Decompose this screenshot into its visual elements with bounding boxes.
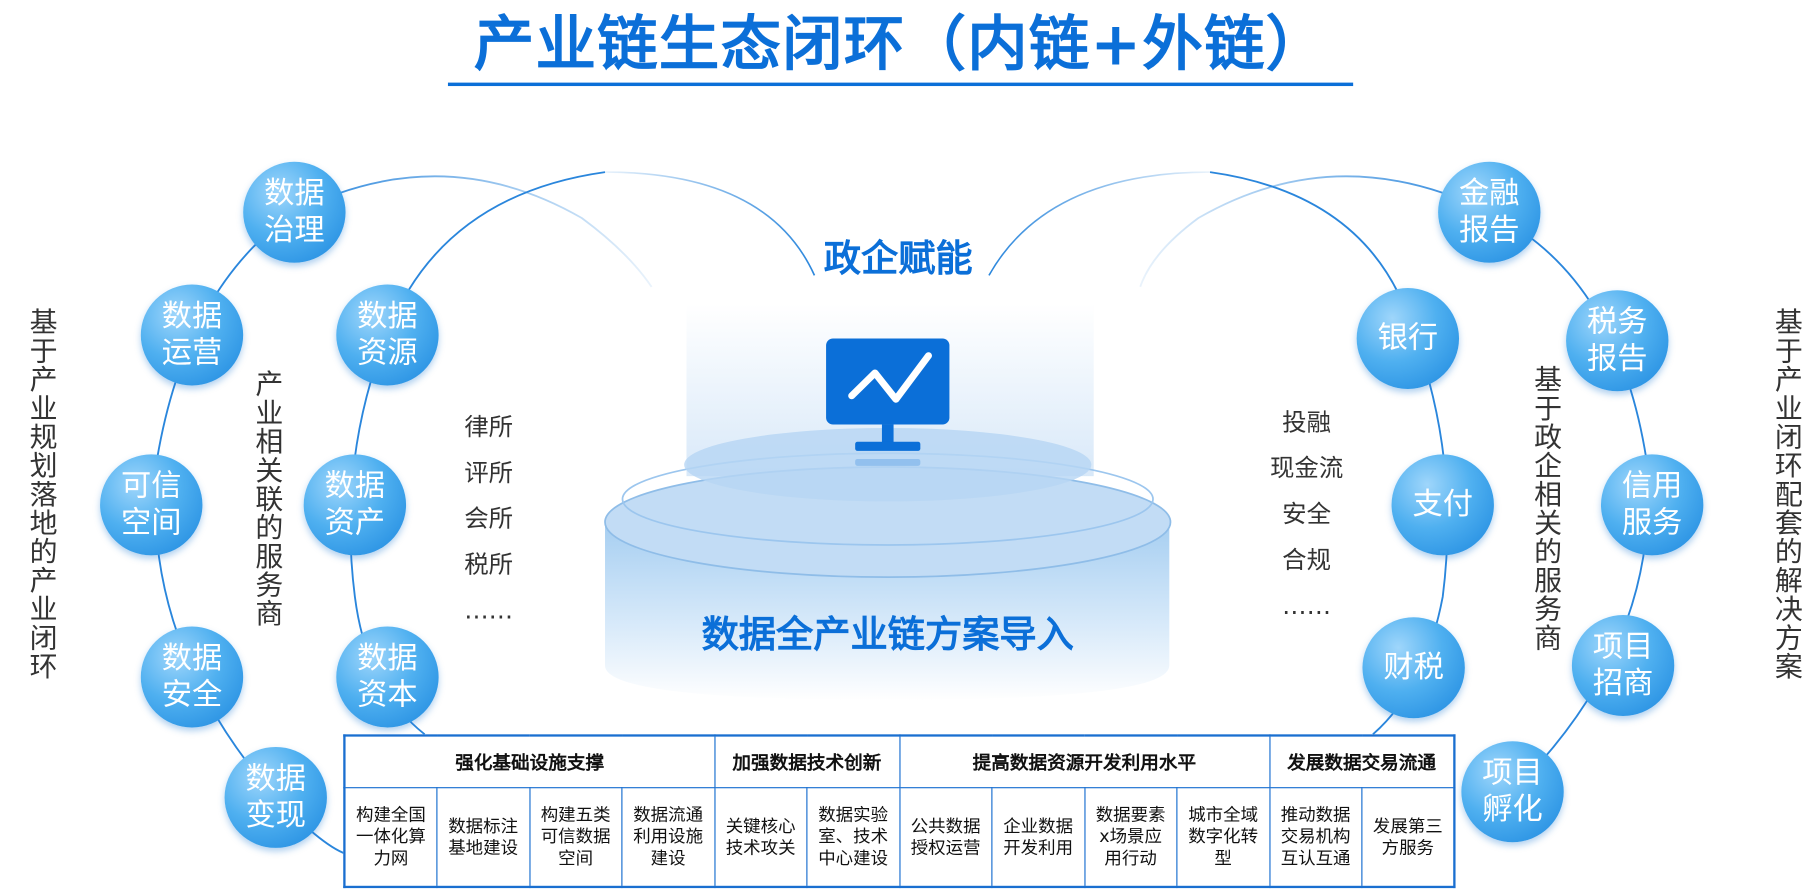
page-title: 产业链生态闭环（内链+外链） xyxy=(447,9,1354,87)
node-finance-tax: 财税 xyxy=(1362,617,1465,719)
table-cell: 推动数据交易机构互认互通 xyxy=(1268,787,1363,888)
node-project-incubation: 项目孵化 xyxy=(1461,741,1564,843)
left-outer-caption: 基于产业规划落地的产业闭环 xyxy=(24,307,58,681)
monitor-chart-icon xyxy=(826,338,950,466)
left-outer-top-arc xyxy=(293,175,653,288)
node-financial-report: 金融报告 xyxy=(1438,161,1541,263)
group-header: 发展数据交易流通 xyxy=(1268,734,1455,789)
table-cell: 构建全国一体化算力网 xyxy=(343,787,438,888)
left-service-list: 律所 评所 会所 税所 …… xyxy=(464,413,514,625)
group-header: 加强数据技术创新 xyxy=(713,734,900,789)
table-cell: 数据流通利用设施建设 xyxy=(621,787,715,888)
node-tax-report: 税务报告 xyxy=(1566,290,1669,392)
table-cell: 关键核心技术攻关 xyxy=(713,787,808,888)
policy-table: 强化基础设施支撑 加强数据技术创新 提高数据资源开发利用水平 发展数据交易流通 … xyxy=(343,734,1456,889)
node-trusted-space: 可信空间 xyxy=(100,454,203,556)
table-cell: 发展第三方服务 xyxy=(1361,787,1455,888)
right-inner-caption: 基于政企相关的服务商 xyxy=(1528,364,1562,652)
node-data-governance: 数据治理 xyxy=(243,161,346,263)
node-credit-service: 信用服务 xyxy=(1600,454,1704,556)
node-data-operation: 数据运营 xyxy=(140,284,244,386)
table-cell: 企业数据开发利用 xyxy=(991,787,1085,888)
right-outer-top-arc xyxy=(1139,175,1490,288)
table-cell: 数据实验室、技术中心建设 xyxy=(806,787,900,888)
left-inner-caption: 产业相关联的服务商 xyxy=(250,369,283,628)
node-bank: 银行 xyxy=(1356,287,1460,389)
platform-plate-top xyxy=(684,427,1092,502)
node-data-asset: 数据资产 xyxy=(303,454,407,556)
table-cell: 构建五类可信数据空间 xyxy=(528,787,623,888)
node-data-resource: 数据资源 xyxy=(336,284,439,386)
solution-import-label: 数据全产业链方案导入 xyxy=(701,612,1074,657)
group-header: 强化基础设施支撑 xyxy=(343,734,715,789)
table-cell: 数据标注基地建设 xyxy=(436,787,530,888)
table-cell: 公共数据授权运营 xyxy=(898,787,993,888)
table-cell: 城市全域数字化转型 xyxy=(1176,787,1270,888)
node-investment-attraction: 项目招商 xyxy=(1571,615,1675,716)
right-service-list: 投融 现金流 安全 合规 …… xyxy=(1269,408,1344,620)
node-data-monetization: 数据变现 xyxy=(224,746,327,848)
gov-enterprise-label: 政企赋能 xyxy=(823,236,973,280)
group-header: 提高数据资源开发利用水平 xyxy=(898,734,1270,789)
table-cell: 数据要素x场景应用行动 xyxy=(1083,787,1178,888)
node-data-security: 数据安全 xyxy=(140,626,244,728)
node-payment: 支付 xyxy=(1391,454,1494,556)
right-outer-caption: 基于产业闭环配套的解决方案 xyxy=(1769,307,1803,681)
node-data-capital: 数据资本 xyxy=(336,626,439,728)
